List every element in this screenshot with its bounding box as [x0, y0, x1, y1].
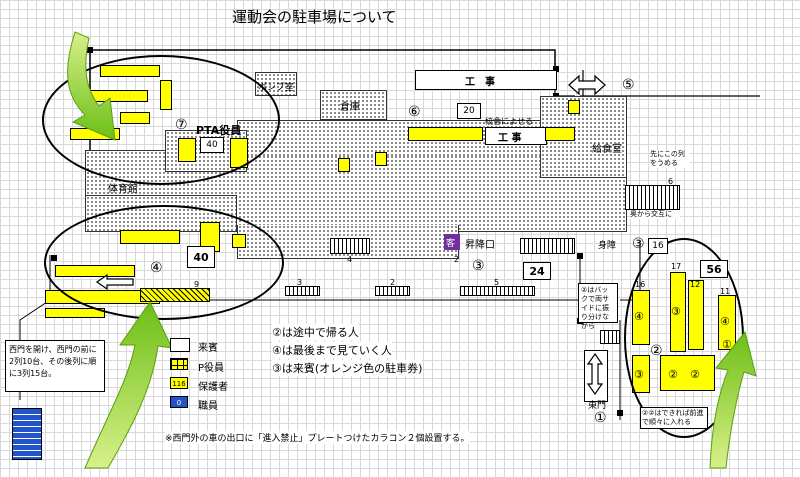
rule-4: ④は最後まで見ていく人: [272, 342, 392, 358]
order-note: ②②はできれば前進で順々に入れる: [640, 407, 708, 429]
left-arrow-icon: [95, 274, 134, 290]
slot-marker: ④: [720, 315, 730, 328]
post-marker: [553, 66, 559, 72]
leftright-arrow-icon: [568, 74, 606, 96]
rule-3: ③は来賓(オレンジ色の駐車券): [272, 360, 423, 376]
lined-parking: [285, 286, 320, 296]
parking-row: [545, 127, 575, 141]
construction-label-mid: 工 事: [498, 133, 522, 144]
green-arrow-icon: [709, 330, 757, 469]
construction-label-top: 工 事: [465, 77, 495, 88]
legend-swatch-guardian: 116: [170, 377, 188, 389]
row-count: 2: [454, 255, 460, 264]
entrance-label: 昇降口: [465, 240, 495, 251]
lined-parking: [460, 286, 535, 296]
back-note: ②はバックで両サイドに振り分けながら: [578, 283, 618, 330]
pump-room-label: ポンプ室: [258, 83, 294, 93]
legend-swatch-p-staff: [170, 358, 188, 370]
green-arrow-icon: [67, 31, 116, 141]
post-marker: [617, 410, 623, 416]
zone-4-marker: ④: [150, 260, 163, 276]
guest-spot: [444, 234, 460, 250]
row-count: 3: [297, 278, 303, 287]
row-count: 11: [720, 287, 731, 296]
warehouse-label: 倉庫: [340, 102, 360, 113]
rule-2: ②は途中で帰る人: [272, 324, 359, 340]
guest-spot-label: 客: [446, 239, 456, 249]
zone-oval-7: [42, 55, 280, 185]
row-count: 12: [690, 280, 701, 289]
align-note: 校舎によせる: [485, 117, 533, 126]
row-count: 5: [494, 278, 500, 287]
zone-5-marker: ⑤: [622, 77, 635, 93]
zone-2-marker: ②: [650, 343, 663, 359]
zone-7-marker: ⑦: [175, 117, 188, 133]
parking-row: [408, 127, 483, 141]
row-count: 16: [635, 280, 646, 289]
lined-parking: [375, 286, 410, 296]
row-count: 6: [668, 177, 674, 186]
count-box: 40: [200, 137, 224, 153]
slot-marker: ④: [634, 310, 644, 323]
parking-row: [45, 308, 105, 318]
post-marker: [577, 253, 583, 259]
west-gate-note: 西門を開け、西門の前に2列10台、その後列に順に3列15台。: [5, 340, 105, 392]
gym-label: 体育館: [108, 184, 138, 195]
zone-6-marker: ⑥: [408, 104, 421, 120]
legend-swatch-guest: [170, 338, 190, 352]
count-box: 56: [700, 260, 728, 278]
alternate-note: 奥から交互に: [630, 210, 680, 219]
count-box: 20: [457, 103, 481, 119]
front-first-note: 先にこの列をうめる: [650, 150, 690, 168]
row-count: 17: [671, 262, 682, 271]
east-gate-label: 東門: [588, 401, 607, 411]
slot-marker: ③: [671, 305, 681, 318]
parking-spot: [568, 100, 580, 114]
post-marker: [87, 47, 93, 53]
legend-staff: 職員: [198, 401, 218, 412]
slot-marker: ②: [690, 368, 700, 381]
lunch-room-label: 給食室: [592, 144, 622, 155]
footer-note: ※西門外の車の出口に「進入禁止」プレートつけたカラコン２個設置する。: [165, 431, 470, 444]
zone-3b-marker: ③: [632, 236, 645, 252]
zone-oval-4: [44, 205, 284, 320]
slot-marker: ①: [722, 338, 732, 351]
slot-marker: ③: [634, 368, 644, 381]
slot-marker: ②: [668, 368, 678, 381]
construction-zone-top: [415, 70, 557, 90]
warehouse: [320, 90, 387, 120]
staff-parking: [12, 408, 42, 460]
parking-spot: [338, 158, 350, 172]
count-box: 16: [648, 238, 668, 254]
count-box: 24: [523, 262, 551, 280]
lined-parking: [520, 238, 575, 254]
legend-swatch-staff: 0: [170, 396, 188, 408]
parking-spot: [375, 152, 387, 166]
row-count: 2: [390, 278, 396, 287]
lined-parking: [330, 238, 370, 254]
green-arrow-icon: [84, 301, 173, 469]
row-count: 4: [347, 255, 353, 264]
row-count: 9: [194, 280, 200, 289]
legend-guardian: 保護者: [198, 382, 228, 393]
legend-guest: 来賓: [198, 343, 218, 354]
count-box: 40: [187, 246, 215, 268]
zone-1-marker: ①: [594, 410, 607, 426]
lined-parking: [600, 330, 620, 344]
legend-p-staff: P役員: [198, 363, 225, 374]
lined-parking: [625, 185, 680, 210]
updown-arrow-icon: [586, 352, 604, 396]
zone-3-marker: ③: [472, 258, 485, 274]
staff-room-label: 身障: [598, 241, 617, 251]
page-title: 運動会の駐車場について: [232, 8, 397, 26]
